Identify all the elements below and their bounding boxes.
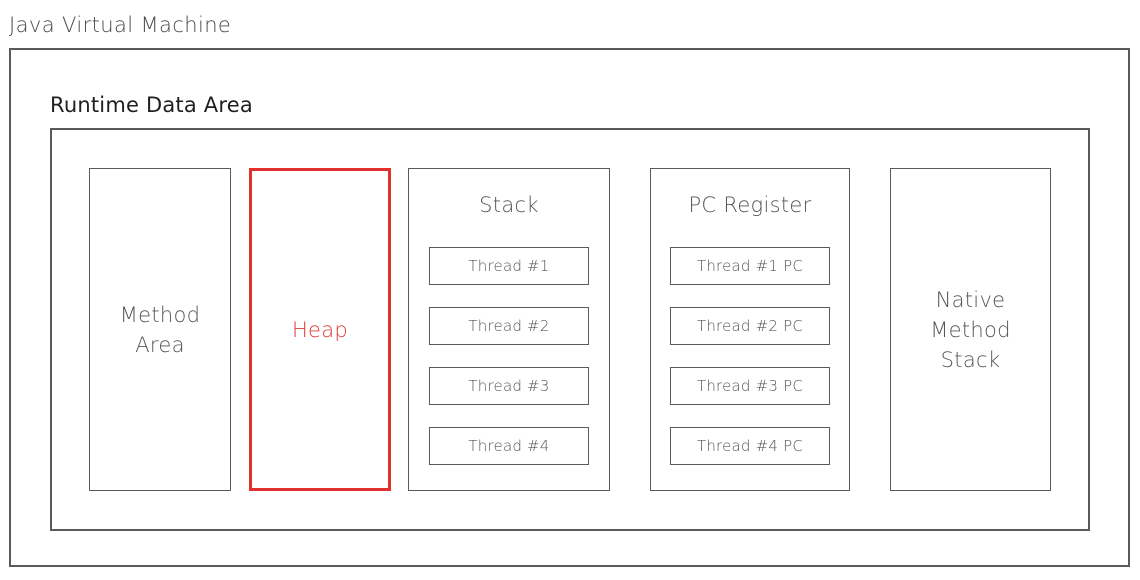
region-heap-label: Heap [291, 317, 349, 342]
stack-thread-list: Thread #1 Thread #2 Thread #3 Thread #4 [409, 247, 609, 465]
pc-register-thread-list: Thread #1 PC Thread #2 PC Thread #3 PC T… [651, 247, 849, 465]
thread-box: Thread #1 PC [670, 247, 830, 285]
region-stack-label: Stack [479, 193, 539, 217]
thread-box: Thread #3 PC [670, 367, 830, 405]
runtime-data-area-title: Runtime Data Area [50, 93, 253, 117]
region-method-area-label: Method Area [119, 302, 201, 357]
thread-box: Thread #3 [429, 367, 589, 405]
region-heap: Heap [249, 168, 391, 491]
thread-box: Thread #2 PC [670, 307, 830, 345]
thread-box: Thread #4 [429, 427, 589, 465]
thread-box: Thread #2 [429, 307, 589, 345]
region-method-area: Method Area [89, 168, 231, 491]
region-pc-register-label: PC Register [688, 193, 812, 217]
thread-box: Thread #4 PC [670, 427, 830, 465]
region-stack: Stack Thread #1 Thread #2 Thread #3 Thre… [408, 168, 610, 491]
region-native-method-stack: Native Method Stack [890, 168, 1051, 491]
region-pc-register: PC Register Thread #1 PC Thread #2 PC Th… [650, 168, 850, 491]
thread-box: Thread #1 [429, 247, 589, 285]
region-native-method-stack-label: Native Method Stack [930, 287, 1011, 372]
diagram-title: Java Virtual Machine [9, 13, 232, 37]
